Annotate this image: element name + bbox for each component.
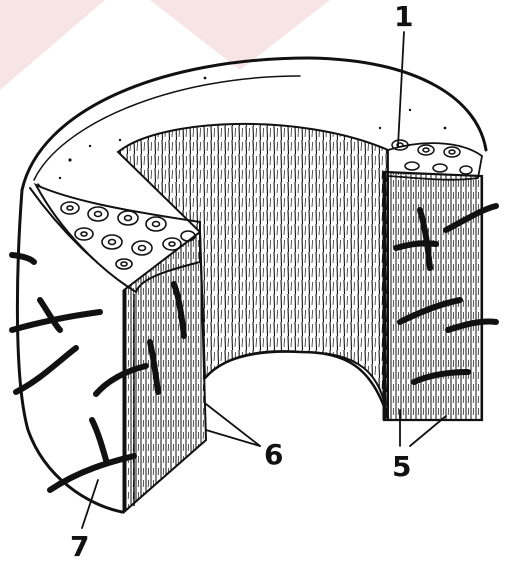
leader-line-6a [206, 404, 260, 446]
label-6: 6 [264, 438, 283, 471]
label-1: 1 [394, 0, 413, 33]
label-5: 5 [392, 450, 411, 483]
leader-line-6b [206, 430, 260, 446]
leader-line-1 [398, 32, 404, 146]
cut-wall-right [384, 172, 482, 420]
label-7: 7 [70, 530, 89, 561]
